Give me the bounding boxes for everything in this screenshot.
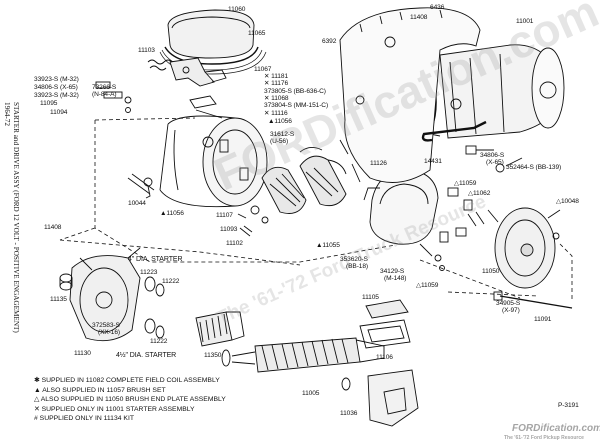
label-11094: 11094	[50, 109, 68, 116]
washers-11223	[144, 276, 165, 339]
bushing-11135	[59, 273, 73, 291]
label-11103: 11103	[138, 47, 155, 54]
label-33923-a: 33923-S (M-32)	[34, 76, 79, 83]
label-11062: △11062	[468, 190, 491, 197]
side-title-line1: STARTER and DRIVE ASSY (FORD 12 VOLT - P…	[12, 102, 20, 333]
legend-item: ✕ SUPPLIED ONLY IN 11001 STARTER ASSEMBL…	[34, 405, 195, 413]
gasket-11065	[159, 51, 267, 75]
label-34806-a: 34806-S (X-65)	[34, 84, 78, 91]
figure-number: P-3191	[558, 402, 579, 409]
watermark-corner: FORDification.com	[512, 423, 600, 434]
cable-14431	[421, 120, 487, 142]
label-11116: ✕ 11116	[264, 110, 288, 117]
label-11056-b: ▲11056	[160, 210, 184, 217]
lower-dashed-line	[59, 239, 521, 299]
label-11056-a: ▲11056	[268, 118, 292, 125]
drive-11350	[195, 311, 245, 347]
legend-item: ✱ SUPPLIED IN 11082 COMPLETE FIELD COIL …	[34, 377, 220, 384]
label-11130: 11130	[74, 350, 91, 357]
label-34905: 34905-S(X-97)	[496, 300, 521, 315]
label-14431: 14431	[424, 158, 442, 165]
armature-11005	[221, 337, 385, 373]
watermark-corner-sub: The '61-'72 Ford Pickup Resource	[504, 435, 584, 441]
label-372583: 372583-S(XX-16)	[92, 322, 121, 337]
label-11107: 11107	[216, 212, 233, 219]
label-352464: 352464-S (BB-139)	[506, 164, 562, 171]
label-11102: 11102	[226, 240, 243, 247]
bolt-11091	[493, 291, 573, 309]
bolt-10044	[127, 173, 155, 199]
side-title-line2: 1964-72	[3, 102, 11, 126]
label-11176: ✕ 11176	[264, 80, 289, 87]
label-11065: 11065	[248, 30, 266, 37]
bolts-right	[465, 145, 523, 173]
label-11068: ✕ 11068	[264, 95, 289, 102]
label-11223: 11223	[140, 269, 158, 276]
label-11181: ✕ 11181	[264, 73, 289, 80]
label-11126: 11126	[370, 160, 387, 167]
field-coils	[261, 139, 361, 214]
label-11005: 11005	[302, 390, 320, 397]
assembly-outline	[59, 117, 573, 300]
bracket-11105	[359, 299, 411, 349]
label-11135: 11135	[50, 296, 67, 303]
label-6392: 6392	[322, 38, 337, 45]
label-11036: 11036	[340, 410, 358, 417]
label-4-inch-starter: 4" DIA. STARTER	[128, 256, 183, 263]
label-11408-a: 11408	[410, 14, 428, 21]
label-373805: 373805-S (BB-636-C)	[264, 88, 326, 95]
label-11222: 11222	[162, 278, 180, 285]
field-frame-11082	[159, 95, 268, 208]
label-11055: ▲11055	[316, 242, 340, 249]
label-10044: 10044	[128, 200, 146, 207]
label-34129: 34129-S(M-148)	[380, 268, 407, 283]
label-11091: 11091	[534, 316, 552, 323]
label-11105: 11105	[362, 294, 379, 301]
label-11408-b: 11408	[44, 224, 62, 231]
hardware-11093	[237, 205, 269, 237]
label-6436: 6436	[430, 4, 445, 11]
label-11350: 11350	[204, 352, 222, 359]
label-11001: 11001	[516, 18, 534, 25]
label-11222-b: 11222	[150, 338, 168, 345]
label-353620: 353620-S(BB-18)	[340, 256, 369, 271]
label-11106: 11106	[376, 354, 393, 361]
bellhousing-6392	[339, 7, 481, 183]
label-34806-b: 34806-S(X-65)	[480, 152, 505, 167]
label-11093: 11093	[220, 226, 238, 233]
label-11059-b: △11059	[454, 180, 477, 187]
legend-item: ▲ ALSO SUPPLIED IN 11057 BRUSH SET	[34, 386, 166, 394]
hardware-73266	[95, 81, 132, 113]
shield-11036	[341, 369, 419, 427]
spring-11103	[147, 59, 173, 71]
label-11095: 11095	[40, 100, 58, 107]
label-11059-a: △11059	[416, 282, 439, 289]
end-plate-11050	[487, 207, 561, 289]
label-73266: 73266-S(N-84-A)	[92, 84, 117, 99]
legend-item: # SUPPLIED ONLY IN 11134 KIT	[34, 415, 134, 423]
lever-11067	[169, 57, 227, 87]
label-33923-b: 33923-S (M-32)	[34, 92, 79, 99]
label-10048: △10048	[556, 198, 579, 205]
brush-holders	[419, 187, 485, 271]
label-373804: 373804-S (MM-151-C)	[264, 102, 329, 109]
legend: ✱ SUPPLIED IN 11082 COMPLETE FIELD COIL …	[34, 376, 226, 424]
legend-item: △ ALSO SUPPLIED IN 11050 BRUSH END PLATE…	[34, 396, 226, 404]
cover-11060	[161, 9, 263, 71]
side-title: STARTER and DRIVE ASSY (FORD 12 VOLT - P…	[2, 102, 20, 333]
label-4-5-inch-starter: 4½" DIA. STARTER	[116, 352, 177, 359]
label-31612: 31612-S(U-56)	[270, 131, 295, 146]
label-11067: 11067	[254, 66, 272, 73]
drive-housing-11130	[69, 247, 141, 342]
label-11050: 11050	[482, 268, 500, 275]
label-11060: 11060	[228, 6, 246, 13]
